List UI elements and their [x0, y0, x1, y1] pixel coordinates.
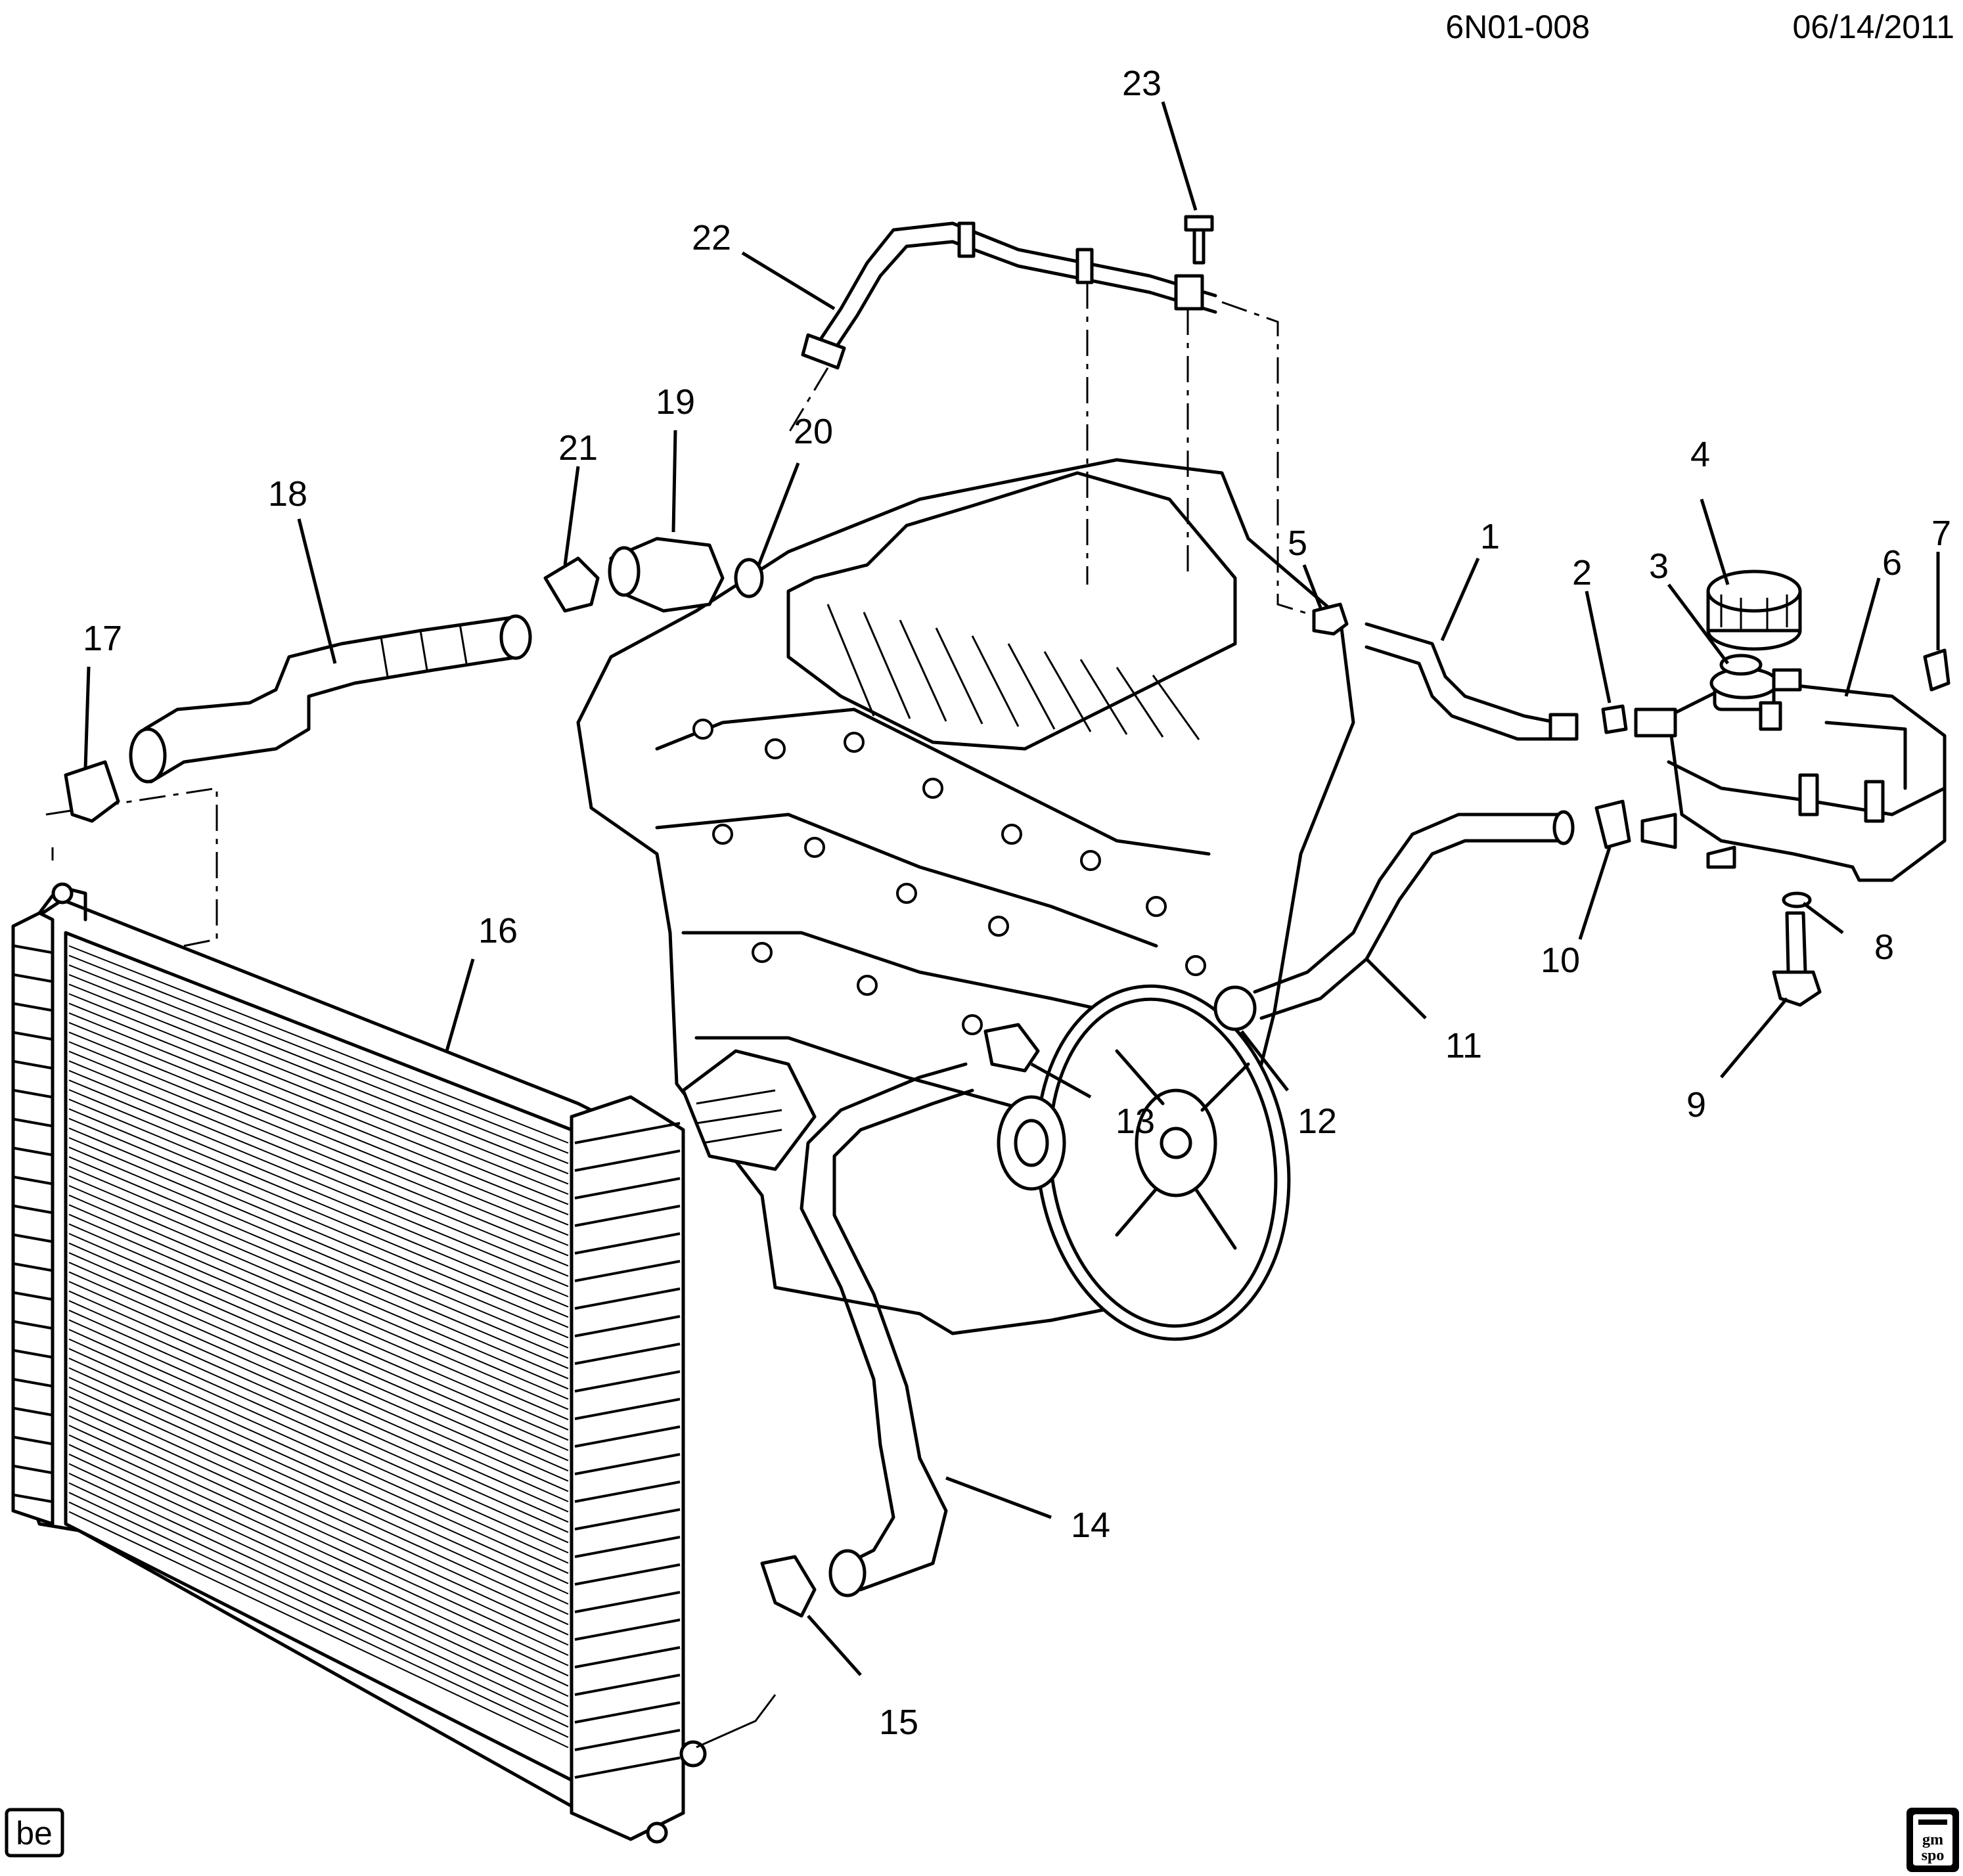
coolant-reservoir [1634, 667, 1947, 882]
reservoir-outlet-hose-b [1259, 839, 1559, 1020]
cap-seal [1719, 654, 1763, 676]
diagram-date: 06/14/2011 [1792, 9, 1954, 45]
lower-radiator-hose-b [832, 1088, 974, 1592]
callout-9: 9 [1686, 1085, 1706, 1125]
callout-16: 16 [478, 911, 518, 950]
clamp-15 [760, 1555, 817, 1618]
badge: be [5, 1808, 64, 1858]
callout-5: 5 [1288, 524, 1307, 563]
callout-4: 4 [1690, 435, 1710, 474]
svg-text:gm: gm [1922, 1831, 1943, 1848]
svg-text:spo: spo [1922, 1847, 1945, 1864]
clamp-12 [1213, 985, 1257, 1031]
upper-radiator-hose-b [149, 655, 521, 784]
callout-21: 21 [558, 428, 598, 468]
callout-15: 15 [879, 1703, 918, 1742]
callout-6: 6 [1882, 543, 1902, 583]
lower-radiator-hose-a [800, 1062, 968, 1565]
bolt [1184, 215, 1214, 265]
vent-hose-outline-b [829, 240, 1217, 357]
callout-11: 11 [1445, 1026, 1482, 1065]
callout-2: 2 [1572, 553, 1592, 592]
radiator-fins [68, 945, 569, 1749]
upper-radiator-hose-a [143, 615, 514, 731]
thermostat-seal [734, 558, 764, 598]
engine-bolts [692, 719, 1206, 1061]
callout-17: 17 [83, 619, 122, 658]
reservoir-clip [1923, 648, 1951, 692]
clamp-13 [983, 1023, 1040, 1073]
gmspo-logo: gm spo [1907, 1808, 1959, 1872]
callout-22: 22 [692, 218, 731, 257]
reservoir-outlet-hose-a [1253, 813, 1559, 994]
badge-label: be [16, 1815, 53, 1852]
callout-18: 18 [268, 474, 307, 514]
reservoir-inlet-hose-b [1365, 645, 1559, 741]
callout-8: 8 [1874, 927, 1894, 967]
vent-hose-outline-a [813, 221, 1217, 350]
callout-3: 3 [1649, 547, 1669, 586]
thermostat-housing [608, 537, 725, 613]
engine [576, 458, 1355, 1341]
clamp-2 [1601, 704, 1628, 734]
callout-23: 23 [1122, 64, 1162, 103]
radiator-left-ribs [14, 945, 52, 1503]
callout-19: 19 [656, 382, 695, 422]
clamp-5 [1312, 602, 1349, 636]
reservoir-cap [1706, 570, 1802, 651]
clamp-21 [543, 556, 600, 613]
diagram-code: 6N01-008 [1445, 9, 1590, 45]
callout-14: 14 [1071, 1506, 1110, 1545]
callout-12: 12 [1297, 1102, 1337, 1141]
callouts: 1 2 3 4 5 6 7 8 9 10 11 12 13 14 15 16 1… [83, 64, 1951, 1742]
reservoir-inlet-hose-a [1365, 622, 1559, 725]
callout-13: 13 [1116, 1102, 1155, 1141]
callout-7: 7 [1931, 514, 1951, 553]
callout-20: 20 [794, 412, 833, 451]
radiator-tank-ribs [574, 1122, 681, 1779]
leader-lines [83, 101, 1940, 1676]
callout-10: 10 [1541, 941, 1580, 980]
clamp-17 [64, 760, 120, 823]
callout-1: 1 [1480, 517, 1500, 556]
clamp-10 [1594, 799, 1631, 849]
radiator [11, 882, 707, 1844]
coolant-level-sensor [1772, 911, 1822, 1007]
intake-manifold-ribs [826, 604, 1200, 740]
